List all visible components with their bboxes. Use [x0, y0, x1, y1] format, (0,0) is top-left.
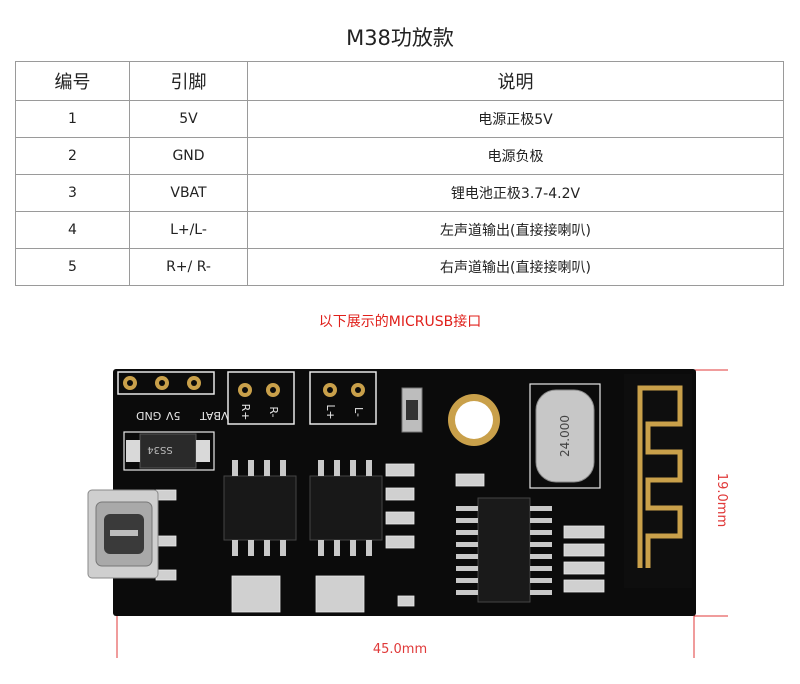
table-header-row: 编号 引脚 说明: [15, 61, 784, 101]
cell-number: 3: [15, 174, 130, 212]
pin-label-5v: 5V: [166, 409, 181, 422]
right-minus-label: R-: [267, 406, 280, 417]
pin-label-gnd: GND: [136, 409, 161, 422]
micro-usb-connector: [87, 489, 159, 579]
cell-pin: GND: [129, 137, 248, 175]
crystal: [529, 383, 601, 489]
dimension-width: 45.0mm: [373, 642, 427, 657]
cell-number: 1: [15, 100, 130, 138]
cell-description: 锂电池正极3.7-4.2V: [247, 174, 784, 212]
page-title: M38功放款: [346, 26, 454, 50]
board-figure: GND 5V VBAT R+ R- L+ L- SS34 24.000: [0, 340, 800, 684]
cell-description: 电源负极: [247, 137, 784, 175]
left-minus-label: L-: [352, 407, 365, 417]
right-channel-block: [227, 371, 295, 425]
cell-pin: VBAT: [129, 174, 248, 212]
crystal-marking: 24.000: [558, 415, 572, 457]
header-pin: 引脚: [129, 61, 248, 101]
left-channel-block: [309, 371, 377, 425]
pin-label-vbat: VBAT: [200, 409, 229, 422]
cell-number: 4: [15, 211, 130, 249]
table-row: 2 GND 电源负极: [15, 137, 784, 175]
table-row: 3 VBAT 锂电池正极3.7-4.2V: [15, 174, 784, 212]
right-plus-label: R+: [239, 404, 252, 421]
cell-number: 2: [15, 137, 130, 175]
cell-pin: 5V: [129, 100, 248, 138]
pin-table: 编号 引脚 说明 1 5V 电源正极5V 2 GND 电源负极 3 VBAT 锂…: [15, 61, 784, 286]
header-pads: [117, 371, 215, 395]
header-number: 编号: [15, 61, 130, 101]
diode-marking: SS34: [147, 444, 172, 455]
cell-pin: R+/ R-: [129, 248, 248, 286]
antenna-trace: [637, 385, 683, 568]
cell-number: 5: [15, 248, 130, 286]
cell-description: 右声道输出(直接接喇叭): [247, 248, 784, 286]
cell-description: 电源正极5V: [247, 100, 784, 138]
table-row: 1 5V 电源正极5V: [15, 100, 784, 138]
cell-description: 左声道输出(直接接喇叭): [247, 211, 784, 249]
cell-pin: L+/L-: [129, 211, 248, 249]
amp-chip-right: [223, 460, 297, 556]
header-description: 说明: [247, 61, 784, 101]
amp-chip-left: [309, 460, 383, 556]
board-drawing: GND 5V VBAT R+ R- L+ L- SS34 24.000: [87, 369, 729, 658]
dimension-height: 19.0mm: [714, 473, 729, 527]
diode-ss34: [123, 431, 215, 471]
left-plus-label: L+: [324, 404, 337, 419]
table-row: 4 L+/L- 左声道输出(直接接喇叭): [15, 211, 784, 249]
interface-note: 以下展示的MICRUSB接口: [318, 314, 482, 330]
table-row: 5 R+/ R- 右声道输出(直接接喇叭): [15, 248, 784, 286]
main-ic: [456, 497, 552, 603]
passive-components: [155, 463, 605, 613]
